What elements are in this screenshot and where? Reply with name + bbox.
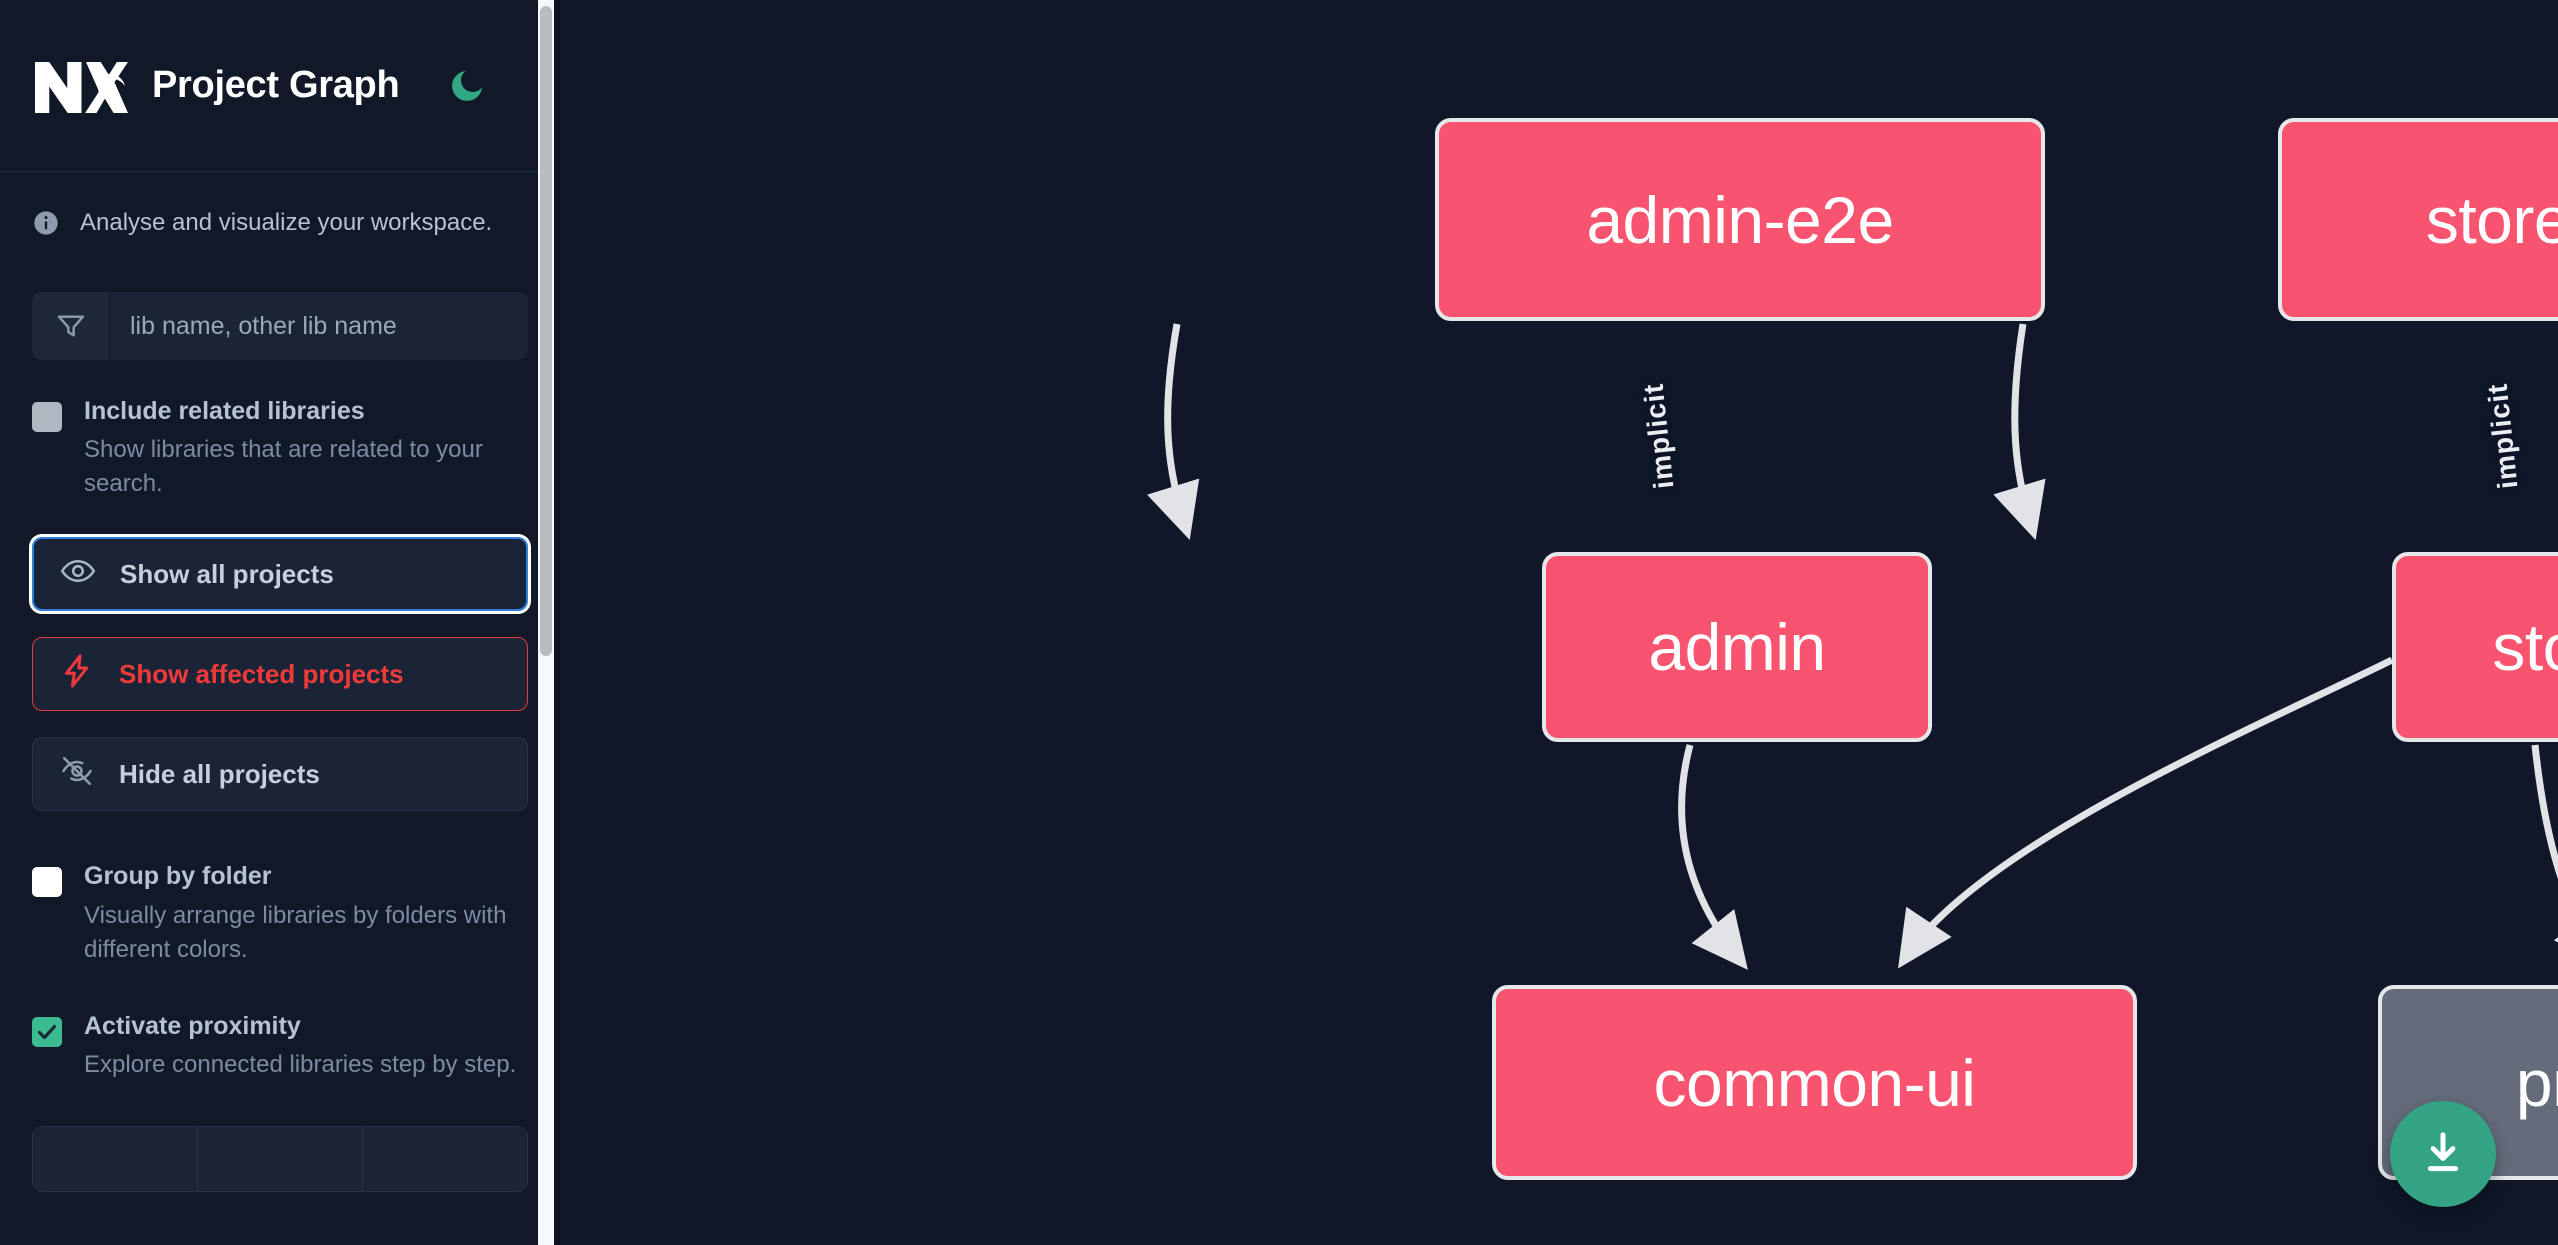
tagline-text: Analyse and visualize your workspace.	[80, 209, 493, 236]
graph-node-store[interactable]: store	[2392, 552, 2558, 742]
search-input[interactable]	[110, 292, 528, 360]
show-all-projects-label: Show all projects	[120, 558, 334, 589]
lightning-bolt-icon	[59, 653, 95, 696]
show-all-projects-button[interactable]: Show all projects	[32, 537, 528, 612]
node-label: store-e2e	[2425, 182, 2558, 257]
graph-canvas[interactable]: admin-e2e store-e2e admin store common-u…	[560, 0, 2558, 1245]
download-icon[interactable]	[2390, 1101, 2496, 1207]
show-affected-projects-label: Show affected projects	[119, 658, 404, 689]
search-box[interactable]	[32, 292, 528, 360]
graph-edges	[1147, 323, 2558, 970]
segment-2[interactable]	[197, 1126, 362, 1193]
sidebar-scrollbar[interactable]	[538, 0, 554, 1245]
activate-proximity-checkbox[interactable]	[32, 1016, 62, 1047]
hide-all-projects-label: Hide all projects	[119, 758, 320, 789]
segmented-control[interactable]	[32, 1126, 528, 1193]
graph-node-common-ui[interactable]: common-ui	[1492, 985, 2137, 1180]
option-description: Visually arrange libraries by folders wi…	[84, 901, 507, 963]
segment-3[interactable]	[362, 1126, 528, 1193]
tagline: Analyse and visualize your workspace.	[32, 206, 528, 240]
moon-icon[interactable]	[445, 64, 489, 108]
node-label: store	[2492, 610, 2558, 684]
option-include-related-libraries[interactable]: Include related libraries Show libraries…	[32, 396, 528, 501]
graph-node-store-e2e[interactable]: store-e2e	[2278, 118, 2558, 321]
option-title: Include related libraries	[84, 397, 365, 425]
info-icon	[32, 209, 60, 237]
node-label: common-ui	[1653, 1045, 1976, 1120]
filter-icon	[32, 292, 110, 360]
option-title: Group by folder	[84, 862, 272, 891]
node-label: products	[2515, 1045, 2558, 1120]
sidebar-scrollbar-thumb[interactable]	[540, 6, 552, 656]
option-description: Explore connected libraries step by step…	[84, 1051, 517, 1079]
hide-all-projects-button[interactable]: Hide all projects	[32, 737, 528, 812]
edge-admin-e2e-admin	[1147, 323, 1200, 541]
include-related-libraries-checkbox[interactable]	[32, 402, 62, 432]
option-activate-proximity[interactable]: Activate proximity Explore connected lib…	[32, 1011, 528, 1082]
edge-store-common-ui	[1898, 656, 2394, 969]
sidebar-divider	[554, 0, 560, 1245]
nx-logo-icon	[32, 55, 128, 117]
page-title: Project Graph	[152, 64, 400, 106]
graph-node-admin[interactable]: admin	[1542, 552, 1932, 742]
eye-icon	[60, 553, 96, 596]
sidebar: Project Graph Analy	[0, 0, 560, 1245]
option-description: Show libraries that are related to your …	[84, 436, 483, 498]
segment-1[interactable]	[32, 1126, 197, 1193]
graph-node-admin-e2e[interactable]: admin-e2e	[1435, 118, 2045, 321]
option-title: Activate proximity	[84, 1011, 301, 1040]
edge-admin-common-ui	[1678, 744, 1748, 970]
node-label: admin	[1648, 610, 1826, 684]
node-label: admin-e2e	[1586, 182, 1894, 257]
eye-off-icon	[59, 753, 95, 796]
show-affected-projects-button[interactable]: Show affected projects	[32, 637, 528, 712]
option-group-by-folder[interactable]: Group by folder Visually arrange librari…	[32, 861, 528, 966]
edge-store-e2e-store	[1993, 323, 2046, 541]
group-by-folder-checkbox[interactable]	[32, 867, 62, 898]
sidebar-header: Project Graph	[0, 0, 560, 172]
edge-store-products	[2531, 744, 2558, 968]
